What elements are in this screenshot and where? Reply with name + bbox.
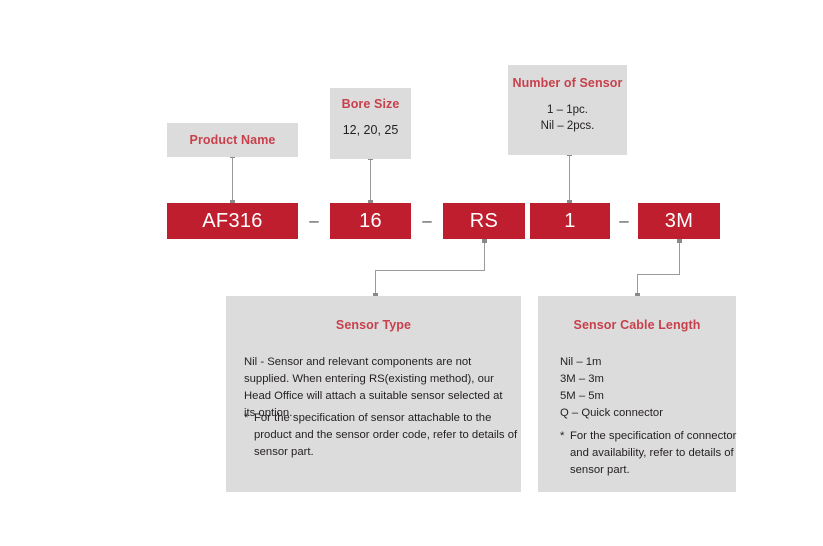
code-segment-bore-size[interactable]: 16 [330,203,411,239]
callout-sensor-cable-length-options: Nil – 1m 3M – 3m 5M – 5m Q – Quick conne… [560,354,728,422]
callout-product-name-title: Product Name [189,133,276,147]
code-segment-product-name[interactable]: AF316 [167,203,298,239]
option-item: Q – Quick connector [560,407,663,419]
option-item: 3M – 3m [560,373,604,385]
connector-cable-length-vert-upper [679,240,680,274]
callout-bore-size-title: Bore Size [341,97,400,111]
callout-sensor-type-title: Sensor Type [335,318,412,332]
connector-dot-cablelen-bottom [635,293,640,298]
callout-sensor-type: Sensor Type Nil - Sensor and relevant co… [226,296,521,492]
connector-dot-sensortype-bottom [373,293,378,298]
connector-sensor-type-horiz [375,270,485,271]
connector-bore-size [370,158,371,204]
connector-dot-bore-bottom [368,200,373,205]
code-separator-dash: – [422,211,432,230]
connector-cable-length-vert-lower [637,274,638,297]
callout-bore-size: Bore Size 12, 20, 25 [330,88,411,159]
note-star-icon: * [244,412,249,424]
note-text: For the specification of connector and a… [570,430,737,476]
connector-dot-cablelen-top [677,238,682,243]
note-star-icon: * [560,430,565,442]
callout-bore-size-values: 12, 20, 25 [342,123,399,137]
callout-number-of-sensor: Number of Sensor 1 – 1pc. Nil – 2pcs. [508,65,627,155]
option-item: Nil – 2pcs. [540,120,595,132]
connector-product-name [232,156,233,204]
callout-sensor-type-note: * For the specification of sensor attach… [244,410,520,461]
callout-number-of-sensor-options: 1 – 1pc. Nil – 2pcs. [508,102,627,134]
connector-sensor-type-vert-lower [375,270,376,297]
code-segment-number-of-sensor[interactable]: 1 [530,203,610,239]
connector-cable-length-horiz [637,274,680,275]
connector-number-of-sensor [569,154,570,204]
callout-sensor-cable-length: Sensor Cable Length Nil – 1m 3M – 3m 5M … [538,296,736,492]
option-item: 1 – 1pc. [547,104,588,116]
callout-sensor-type-paragraph: Nil - Sensor and relevant components are… [244,356,503,419]
callout-sensor-cable-length-note: * For the specification of connector and… [560,428,742,479]
note-text: For the specification of sensor attachab… [254,412,518,458]
connector-dot-sensortype-top [482,238,487,243]
option-item: Nil – 1m [560,356,602,368]
callout-sensor-cable-length-title: Sensor Cable Length [573,318,701,332]
connector-dot-product-bottom [230,200,235,205]
option-item: 5M – 5m [560,390,604,402]
code-segment-cable-length[interactable]: 3M [638,203,720,239]
callout-product-name: Product Name [167,123,298,157]
connector-sensor-type-vert-upper [484,240,485,270]
code-separator-dash: – [619,211,629,230]
code-separator-dash: – [309,211,319,230]
callout-number-of-sensor-title: Number of Sensor [512,76,623,90]
code-segment-sensor-type[interactable]: RS [443,203,525,239]
connector-dot-numsensor-bottom [567,200,572,205]
